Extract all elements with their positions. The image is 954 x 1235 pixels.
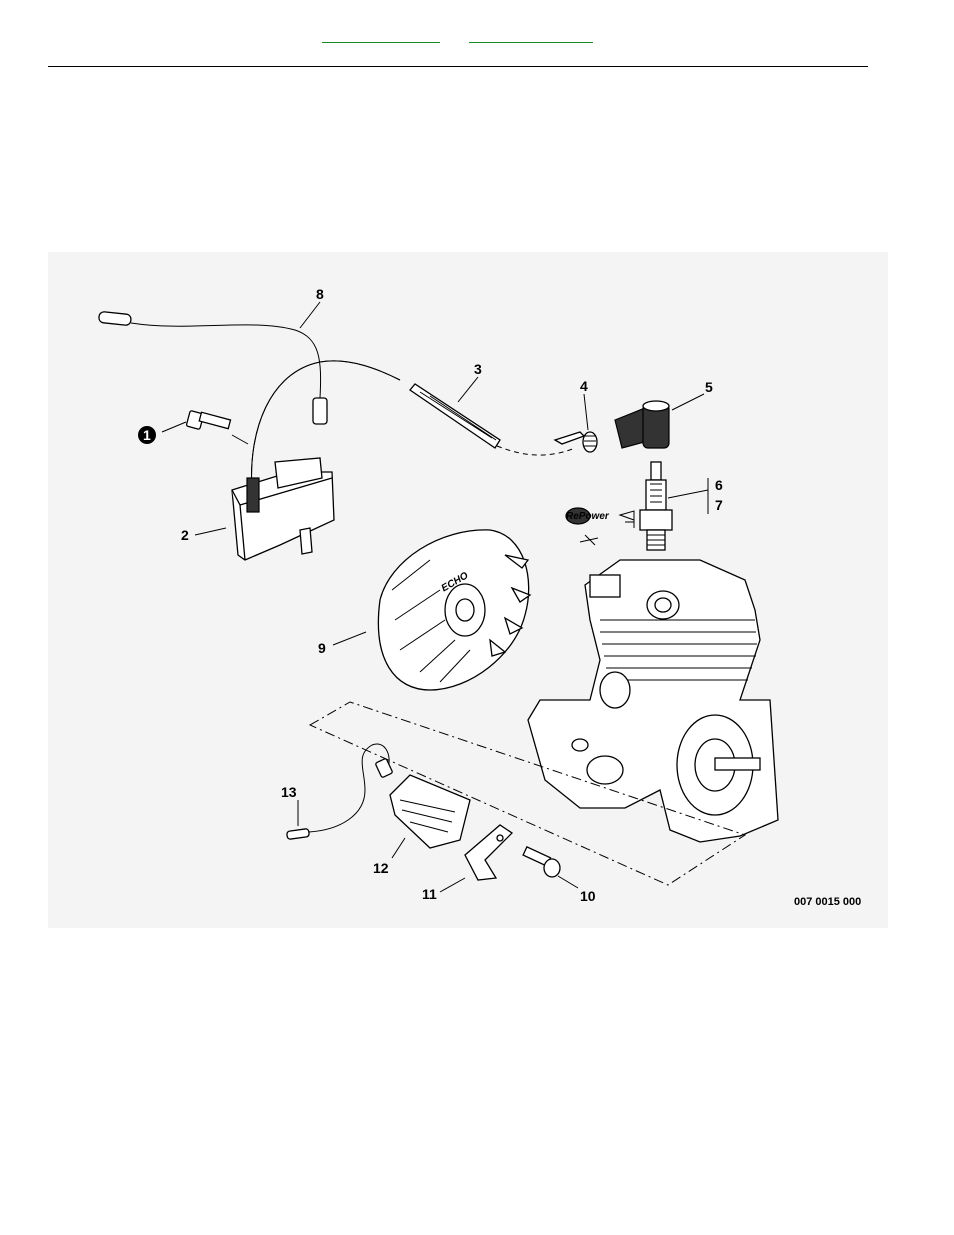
- callout-2: 2: [181, 527, 189, 543]
- engine-block: [528, 560, 778, 842]
- callout-10: 10: [580, 888, 596, 904]
- part-12-bracket: [390, 775, 470, 848]
- drawing-code: 007 0015 000: [794, 896, 861, 908]
- part-3-sleeve: [410, 384, 575, 455]
- callout-9: 9: [318, 640, 326, 656]
- part-4-spring: [555, 432, 597, 452]
- part-1-screw: [186, 410, 248, 444]
- callout-3: 3: [474, 361, 482, 377]
- repower-label: RePower: [566, 511, 610, 522]
- callout-8: 8: [316, 286, 324, 302]
- callout-6: 6: [715, 477, 723, 493]
- part-10-bolt: [523, 847, 560, 877]
- part-5-plug-boot: [615, 401, 669, 448]
- repower-logo: RePower: [566, 508, 634, 545]
- part-9-flywheel: ECHO: [378, 530, 530, 690]
- part-2-ignition-coil: [232, 361, 400, 560]
- callout-5: 5: [705, 379, 713, 395]
- callout-7: 7: [715, 497, 723, 513]
- part-6-7-spark-plug: [640, 462, 672, 550]
- callout-11: 11: [422, 886, 437, 902]
- callout-13: 13: [281, 784, 297, 800]
- callout-12: 12: [373, 860, 389, 876]
- part-11-clip: [465, 825, 512, 880]
- callout-4: 4: [580, 378, 588, 394]
- part-8-wire: [98, 311, 327, 424]
- callout-1: 1: [143, 427, 151, 443]
- part-13-stop-wire: [287, 744, 393, 839]
